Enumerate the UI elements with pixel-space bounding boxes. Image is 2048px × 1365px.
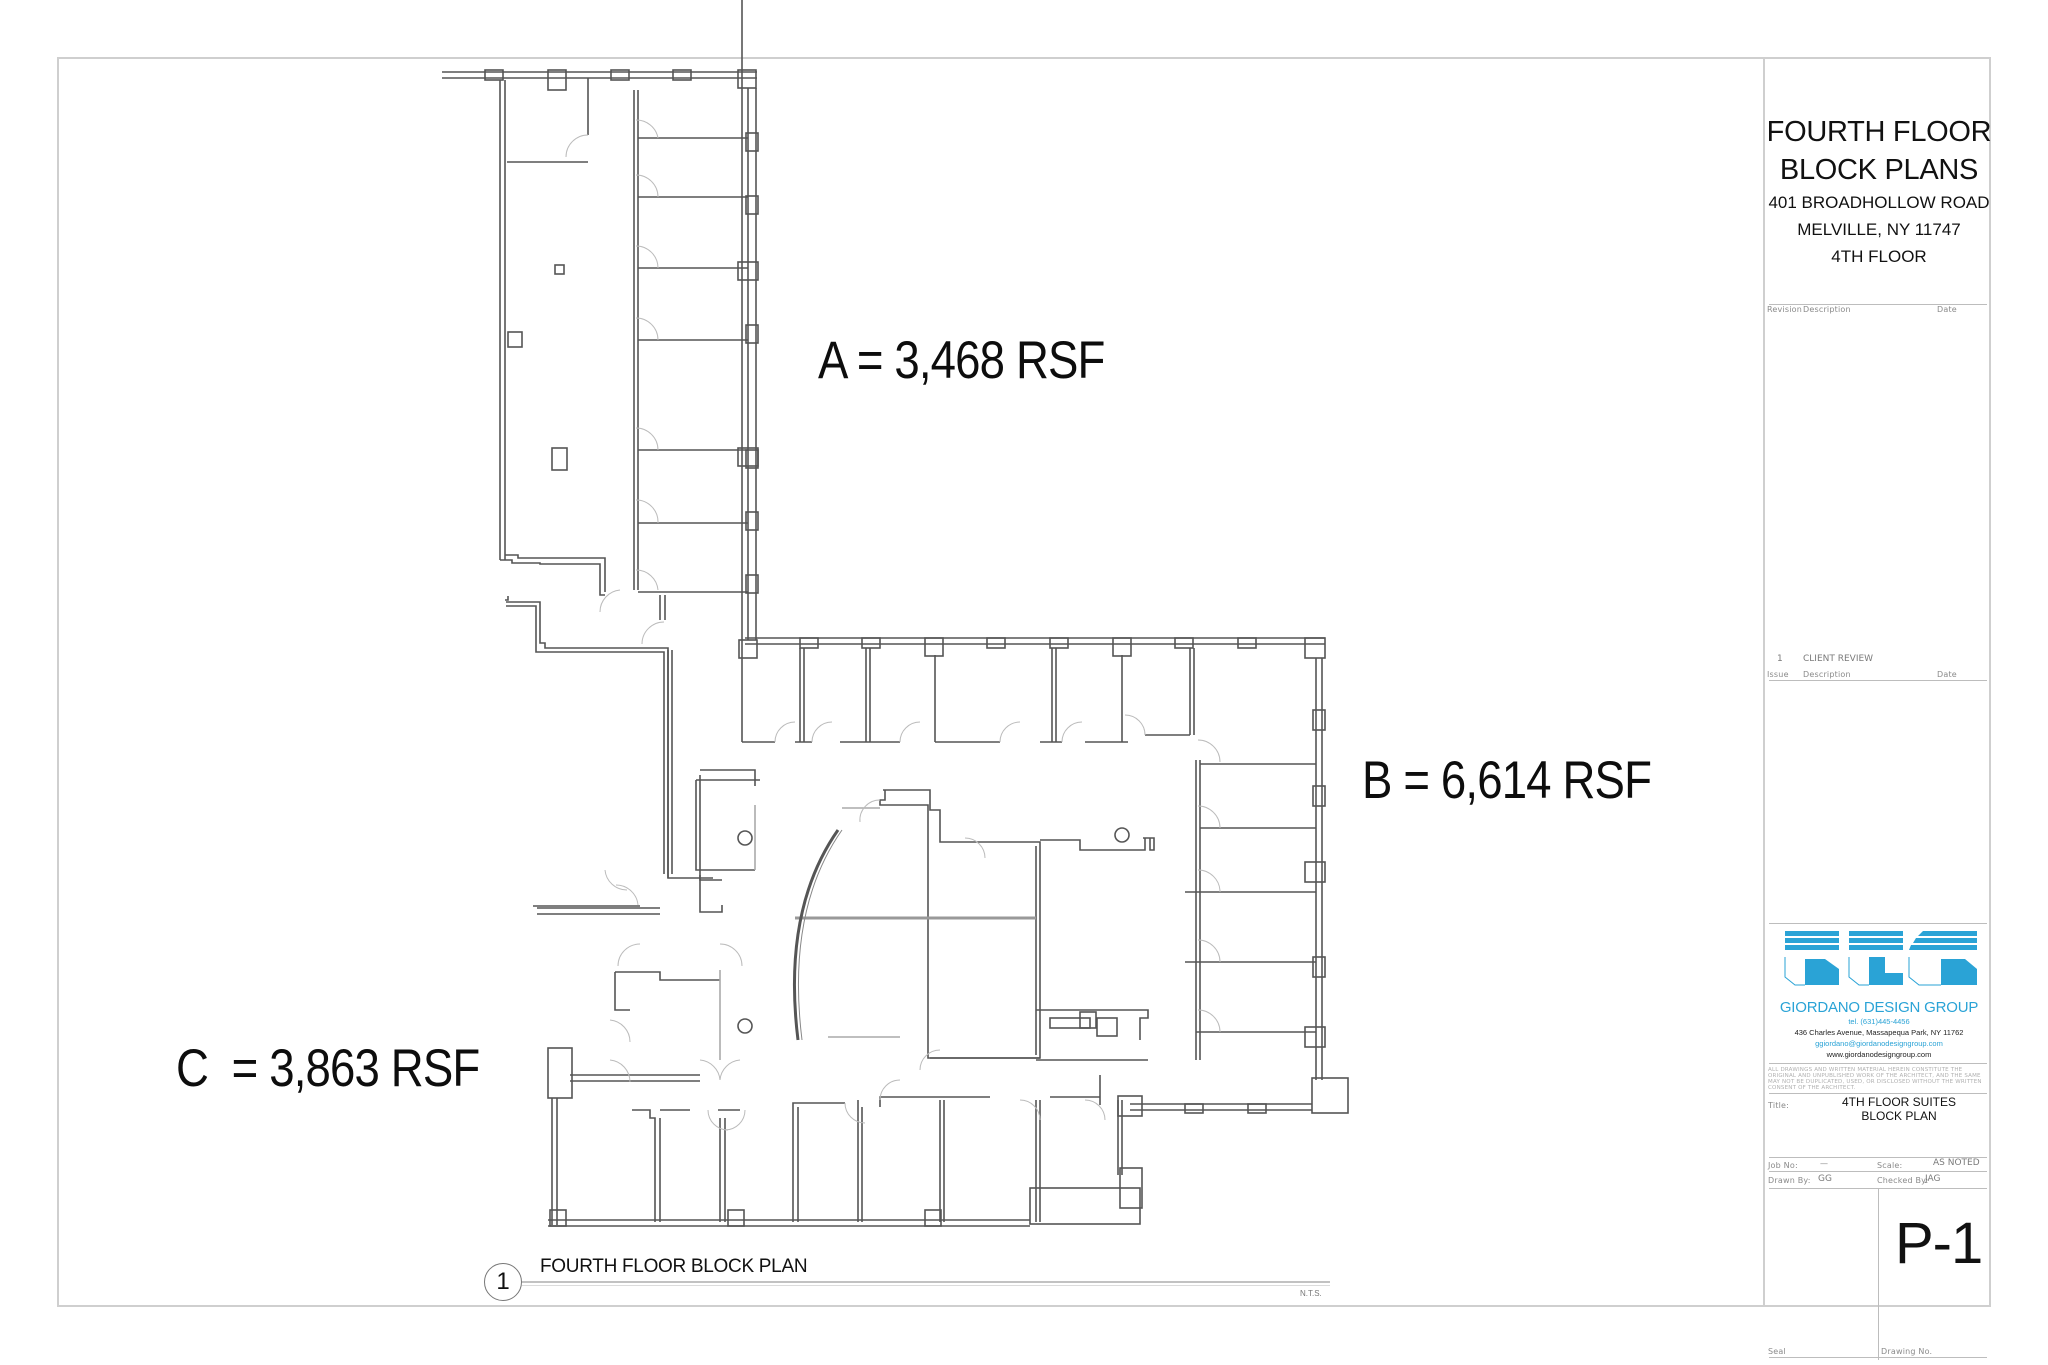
firm-tel: tel. (631)445-4456 — [1848, 1017, 1910, 1026]
seal-drawing-divider — [1878, 1188, 1879, 1360]
area-label-a: A = 3,468 RSF — [818, 331, 1105, 390]
area-label-b: B = 6,614 RSF — [1362, 751, 1652, 810]
job-divider — [1769, 1157, 1987, 1158]
issue-date-header: Date — [1937, 670, 1957, 679]
disclaimer-divider — [1769, 1093, 1987, 1094]
address-line1: 401 BROADHOLLOW ROAD — [1768, 193, 1990, 212]
bottom-divider — [1769, 1357, 1987, 1358]
job-no-value: — — [1820, 1159, 1829, 1168]
logo-divider-bottom — [1769, 1063, 1987, 1064]
gdg-logo-icon — [1784, 931, 1977, 986]
disclaimer-line4: CONSENT OF THE ARCHITECT. — [1768, 1085, 1856, 1091]
disclaimer-line1: ALL DRAWINGS AND WRITTEN MATERIAL HEREIN… — [1768, 1067, 1963, 1073]
job-no-label: Job No: — [1768, 1161, 1798, 1170]
disclaimer-line2: ORIGINAL AND UNPUBLISHED WORK OF THE ARC… — [1768, 1073, 1981, 1079]
firm-email: ggiordano@giordanodesigngroup.com — [1815, 1039, 1943, 1048]
title-label: Title: — [1768, 1101, 1790, 1110]
revision-date-header: Date — [1937, 305, 1957, 314]
revision-description-header: Description — [1803, 305, 1851, 314]
firm-address: 436 Charles Avenue, Massapequa Park, NY … — [1794, 1028, 1964, 1037]
firm-website: www.giordanodesigngroup.com — [1826, 1050, 1932, 1059]
drawing-no-label: Drawing No. — [1881, 1347, 1933, 1356]
drawn-by-label: Drawn By: — [1768, 1176, 1811, 1185]
issue-divider — [1769, 680, 1987, 681]
sheet-title-line2: BLOCK PLANS — [1779, 154, 1979, 186]
drawing-title-line1: 4TH FLOOR SUITES — [1841, 1095, 1957, 1109]
drawing-number: P-1 — [1895, 1211, 1983, 1276]
drawing-title-line2: BLOCK PLAN — [1861, 1109, 1937, 1123]
area-label-c: C = 3,863 RSF — [176, 1039, 480, 1098]
checked-by-label: Checked By: — [1877, 1176, 1929, 1185]
issue-header: Issue — [1767, 670, 1789, 679]
plan-title-underline-thin — [522, 1285, 1330, 1286]
issue-number: 1 — [1777, 654, 1783, 664]
scale-label: Scale: — [1877, 1161, 1903, 1170]
logo-divider-top — [1769, 923, 1987, 924]
sheet-title-line1: FOURTH FLOOR — [1766, 116, 1992, 148]
revision-header: Revision — [1767, 305, 1803, 314]
firm-name: GIORDANO DESIGN GROUP — [1779, 999, 1979, 1016]
scale-divider — [1769, 1171, 1987, 1172]
drawn-by-value: GG — [1818, 1174, 1832, 1184]
issue-description: CLIENT REVIEW — [1803, 654, 1874, 664]
floor-label: 4TH FLOOR — [1831, 247, 1927, 266]
sheet-border — [57, 57, 1991, 1307]
title-block: FOURTH FLOOR BLOCK PLANS 401 BROADHOLLOW… — [1763, 57, 1992, 1360]
issue-description-header: Description — [1803, 670, 1851, 679]
plan-title-underline — [522, 1281, 1330, 1283]
seal-label: Seal — [1768, 1347, 1786, 1356]
checked-by-value: JAG — [1925, 1174, 1941, 1184]
scale-value: AS NOTED — [1933, 1158, 1980, 1168]
plan-title: FOURTH FLOOR BLOCK PLAN — [540, 1256, 808, 1277]
revision-divider — [1769, 304, 1987, 305]
plan-number-bubble: 1 — [484, 1263, 522, 1301]
disclaimer-line3: MAY NOT BE DUPLICATED, USED, OR DISCLOSE… — [1768, 1079, 1982, 1085]
address-line2: MELVILLE, NY 11747 — [1797, 220, 1961, 239]
scale-note: N.T.S. — [1300, 1289, 1322, 1298]
